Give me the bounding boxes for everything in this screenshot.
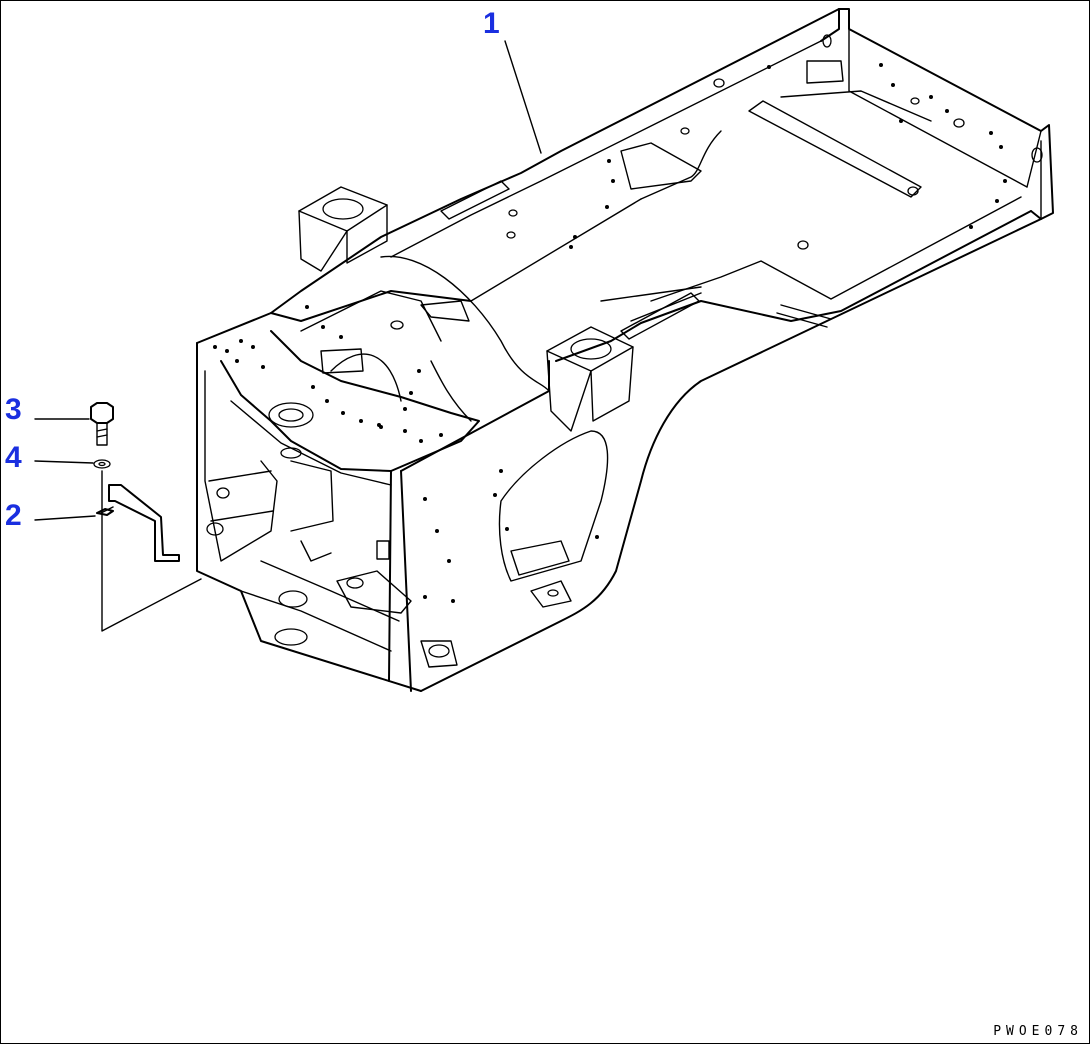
callout-2-label: 2 (5, 499, 22, 532)
main-frame (196, 8, 1054, 692)
drawing-code: PWOE078 (993, 1024, 1083, 1039)
callout-3-label: 3 (5, 393, 22, 426)
callout-1-label: 1 (483, 7, 500, 40)
rivet-dots (213, 63, 1007, 603)
bracket (96, 484, 180, 562)
right-mount-bracket (546, 326, 634, 432)
bolt (90, 402, 114, 446)
bracket-assembly (90, 402, 202, 632)
callout-4-label: 4 (5, 441, 22, 474)
leader-lines (34, 40, 542, 521)
left-mount-bracket (298, 186, 388, 272)
washer (93, 459, 111, 469)
